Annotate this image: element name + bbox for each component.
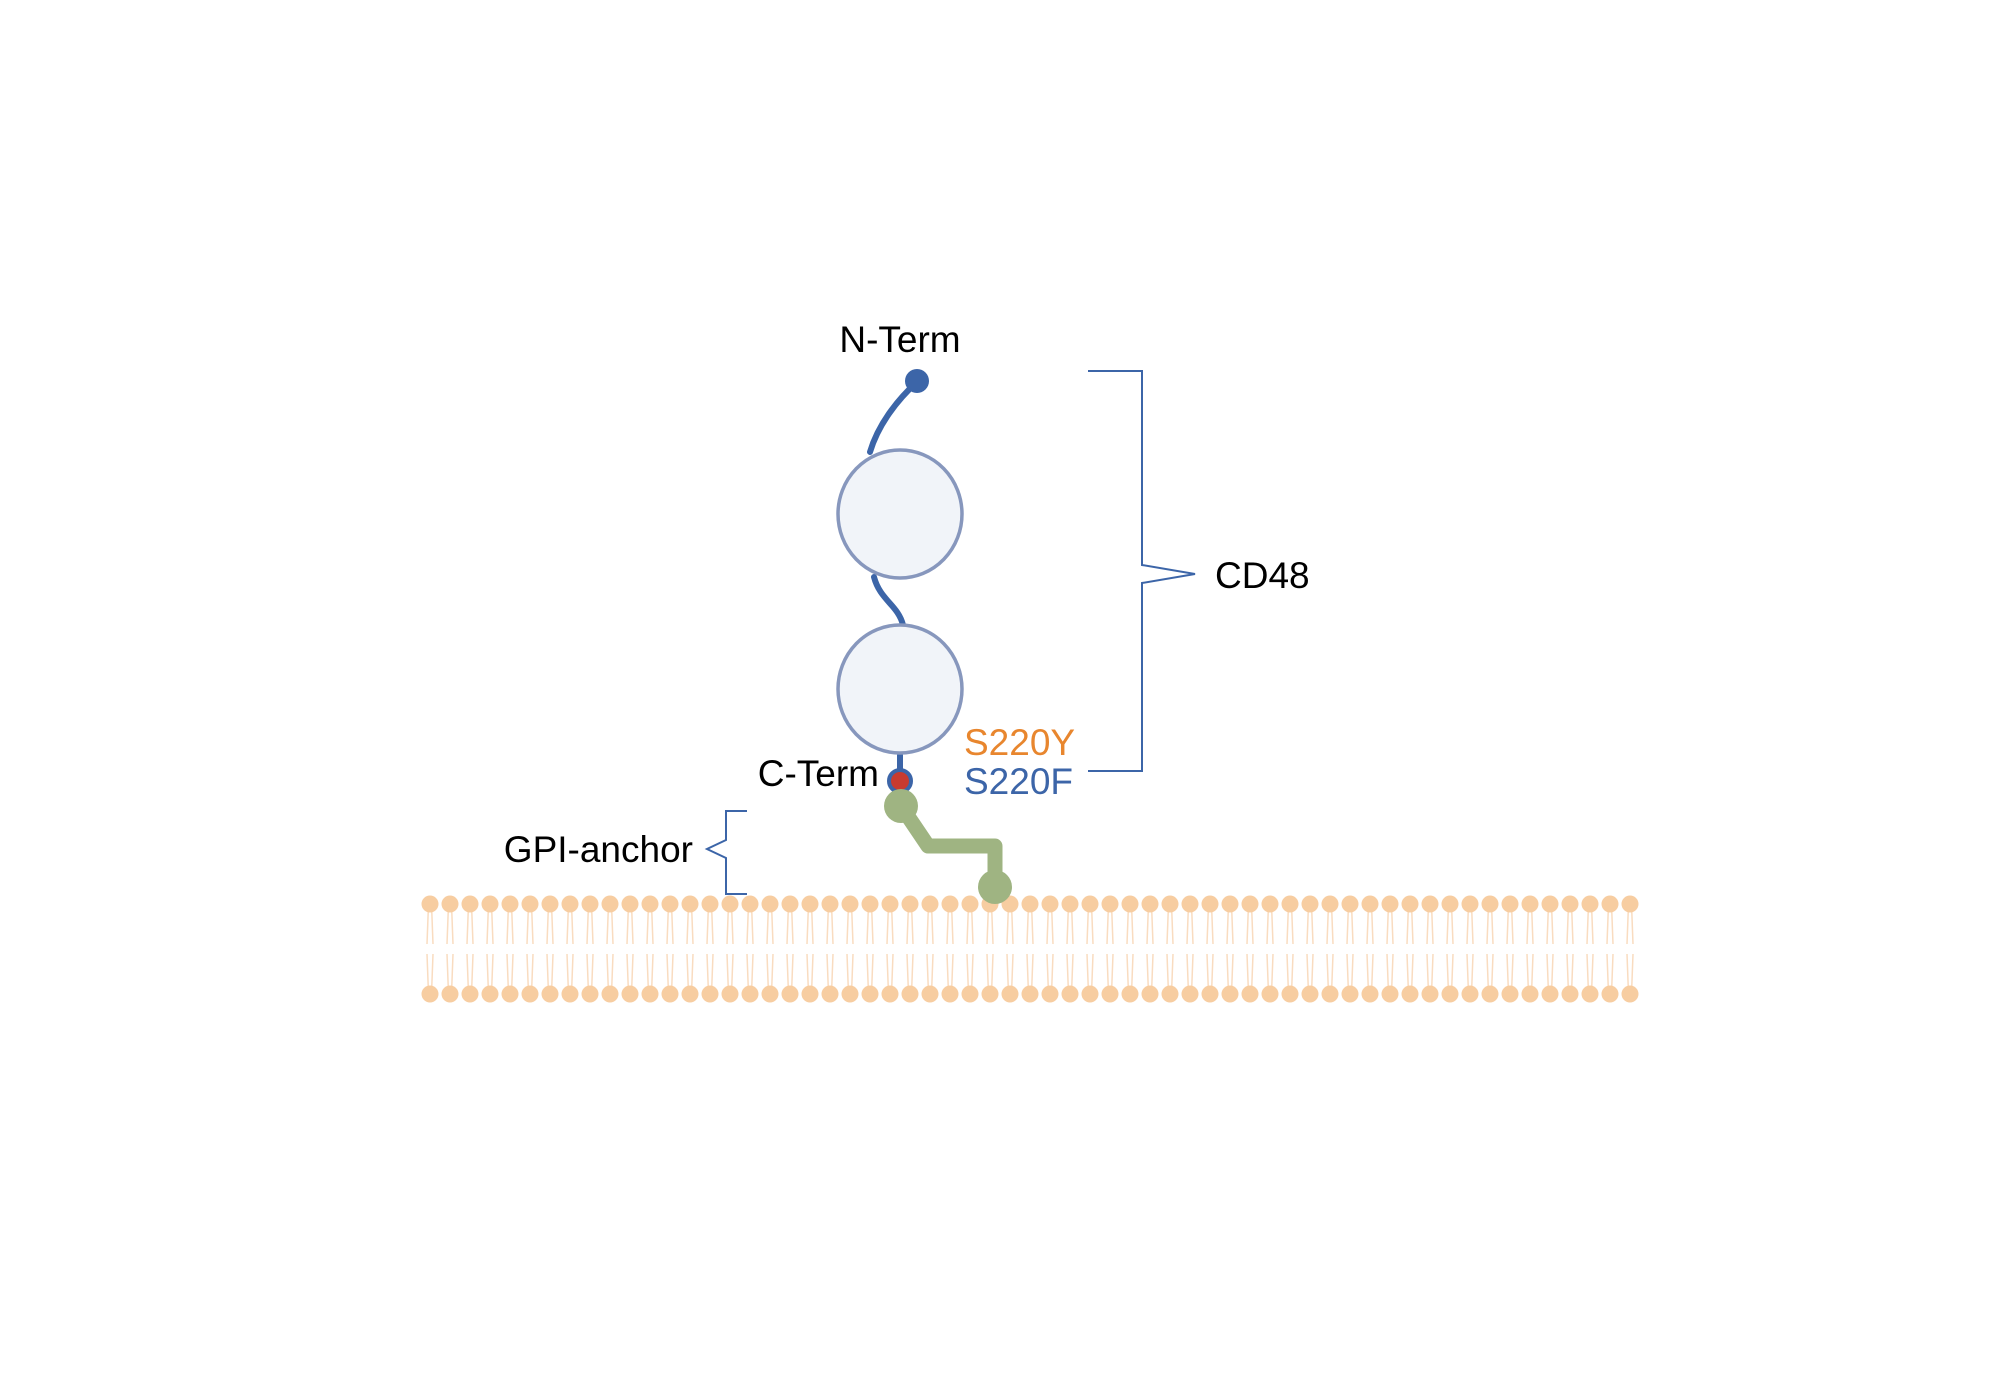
mutation-s220f-label: S220F <box>964 761 1073 802</box>
gpi-anchor-linker <box>884 789 1012 904</box>
mutation-s220y-label: S220Y <box>964 722 1075 763</box>
c-terminus-mutation-site <box>887 768 913 794</box>
gpi-anchor-label: GPI-anchor <box>504 829 693 870</box>
ig-domain-1 <box>836 448 964 580</box>
ig-domain-2 <box>836 623 964 755</box>
cd48-bracket <box>1088 370 1196 772</box>
n-term-label: N-Term <box>839 319 960 360</box>
cd48-label: CD48 <box>1215 555 1310 596</box>
lipid-bilayer-membrane <box>421 895 1639 1003</box>
gpi-anchor-brace <box>704 810 747 895</box>
protein-chain-n-terminal-segment <box>867 379 920 455</box>
cd48-protein <box>836 369 964 794</box>
c-term-label: C-Term <box>758 753 879 794</box>
protein-chain-linker-segment <box>871 574 906 628</box>
n-terminus-dot <box>905 369 929 393</box>
